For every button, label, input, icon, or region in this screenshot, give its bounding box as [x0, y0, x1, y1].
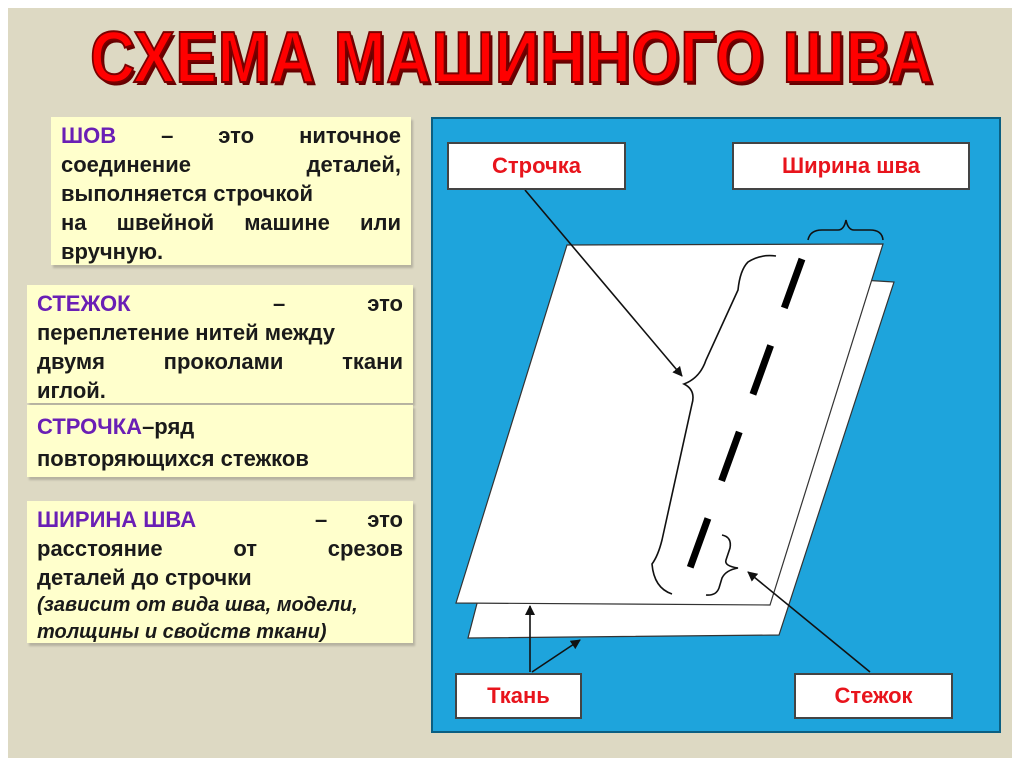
label-shirina-shva: Ширина шва — [732, 142, 970, 190]
definition-line: вручную. — [61, 239, 164, 264]
definition-text: –ряд — [142, 414, 195, 439]
definition-line: деталей до строчки — [37, 565, 252, 590]
definition-line-rest: – это — [273, 289, 403, 318]
word: это — [218, 123, 255, 148]
seam-width-brace — [807, 219, 884, 241]
word: деталей, — [306, 152, 401, 177]
word: – — [314, 507, 328, 532]
label-tkan: Ткань — [455, 673, 582, 719]
word: – — [161, 123, 174, 148]
word: проколами — [163, 349, 284, 374]
fabric-front — [455, 243, 884, 606]
word: соединение — [61, 152, 191, 177]
definition-line: выполняется строчкой — [61, 181, 314, 206]
definition-line: расстояние от срезов — [37, 534, 403, 563]
label-strochka: Строчка — [447, 142, 626, 190]
definition-line: повторяющихся стежков — [37, 446, 309, 471]
stitch-brace — [705, 534, 739, 596]
definition-stezhok: СТЕЖОК – это переплетение нитей между дв… — [27, 285, 413, 403]
word: это — [367, 507, 403, 532]
stitching-brace — [651, 254, 777, 595]
term-strochka: СТРОЧКА — [37, 414, 143, 439]
page-title: СХЕМА МАШИННОГО ШВА — [89, 17, 934, 99]
stitch-line — [678, 257, 806, 592]
word: срезов — [327, 536, 403, 561]
word: ниточное — [299, 123, 401, 148]
arrow-stezhok — [747, 571, 871, 673]
word: на — [61, 210, 87, 235]
definition-line: двумя проколами ткани — [37, 347, 403, 376]
definition-line: СТРОЧКА –ряд — [37, 412, 403, 441]
term-shov: ШОВ — [61, 123, 117, 148]
definition-line: ШИРИНА ШВА – это — [37, 505, 403, 534]
arrow-strochka — [524, 189, 683, 377]
definition-shov: ШОВ – это ниточное соединение деталей, в… — [51, 117, 411, 265]
word: это — [367, 291, 403, 316]
word: от — [233, 536, 258, 561]
term-stezhok: СТЕЖОК — [37, 291, 131, 316]
definition-line-rest: – это — [315, 505, 403, 534]
term-shirina-shva: ШИРИНА ШВА — [37, 507, 197, 532]
definition-line: на швейной машине или — [61, 208, 401, 237]
definition-shirina-shva: ШИРИНА ШВА – это расстояние от срезов де… — [27, 501, 413, 643]
word: швейной — [116, 210, 215, 235]
definition-line: иглой. — [37, 378, 106, 403]
definition-line: переплетение нитей между — [37, 320, 336, 345]
label-stezhok: Стежок — [794, 673, 953, 719]
definition-note: толщины и свойств ткани) — [37, 621, 327, 643]
word: двумя — [37, 349, 105, 374]
definition-line: соединение деталей, — [61, 150, 401, 179]
definition-strochka: СТРОЧКА –ряд повторяющихся стежков — [27, 405, 413, 477]
word: расстояние — [37, 536, 163, 561]
definition-line: СТЕЖОК – это — [37, 289, 403, 318]
word: ткани — [342, 349, 403, 374]
definition-note: (зависит от вида шва, модели, — [37, 594, 358, 616]
word: или — [359, 210, 401, 235]
word: машине — [244, 210, 330, 235]
word: – — [272, 291, 286, 316]
definition-line: ШОВ – это ниточное — [61, 121, 401, 150]
arrow-tkan-back — [531, 639, 581, 673]
